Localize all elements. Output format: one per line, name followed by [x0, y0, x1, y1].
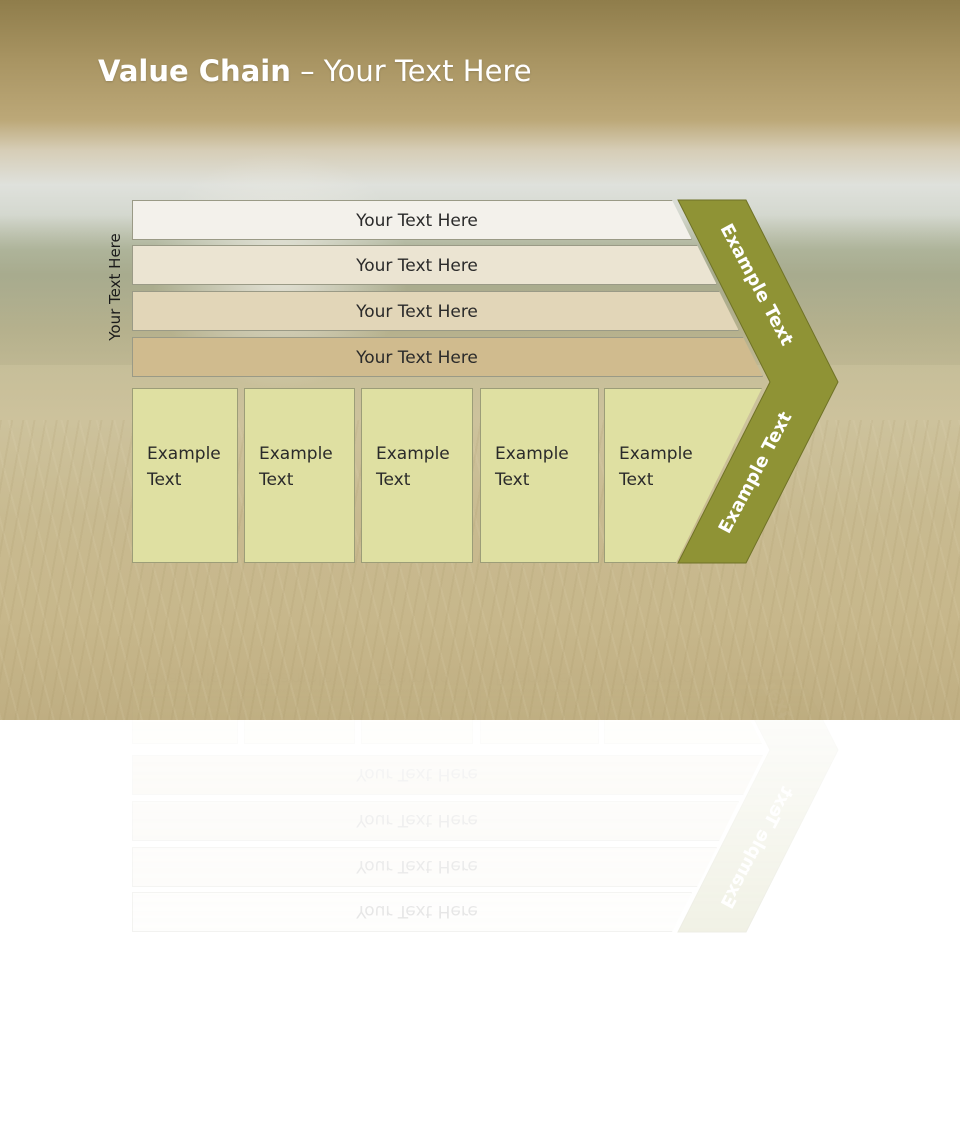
band-2[interactable]: Your Text Here	[132, 245, 717, 285]
reflection-band-1: Your Text Here	[132, 892, 692, 932]
band-3-label: Your Text Here	[356, 302, 478, 322]
slide-title: Value Chain – Your Text Here	[98, 54, 532, 88]
reflection-band-3: Your Text Here	[132, 801, 739, 841]
reflection-chevron-upper-label: Example Text	[715, 782, 798, 912]
band-4-label: Your Text Here	[356, 348, 478, 368]
reflection-band-2: Your Text Here	[132, 847, 717, 887]
chevron-arrow-shape	[677, 199, 839, 564]
band-4[interactable]: Your Text Here	[132, 337, 763, 377]
reflection-band-2-label: Your Text Here	[356, 856, 478, 876]
band-2-label: Your Text Here	[356, 256, 478, 276]
reflection-band-4: Your Text Here	[132, 755, 763, 795]
title-rest: – Your Text Here	[290, 54, 532, 88]
reflection-band-1-label: Your Text Here	[356, 901, 478, 921]
band-1[interactable]: Your Text Here	[132, 200, 692, 240]
reflection-band-3-label: Your Text Here	[356, 810, 478, 830]
reflection-band-4-label: Your Text Here	[356, 764, 478, 784]
title-bold: Value Chain	[98, 54, 291, 88]
band-3[interactable]: Your Text Here	[132, 291, 739, 331]
chevron-graphic	[677, 199, 839, 564]
band-1-label: Your Text Here	[356, 211, 478, 231]
